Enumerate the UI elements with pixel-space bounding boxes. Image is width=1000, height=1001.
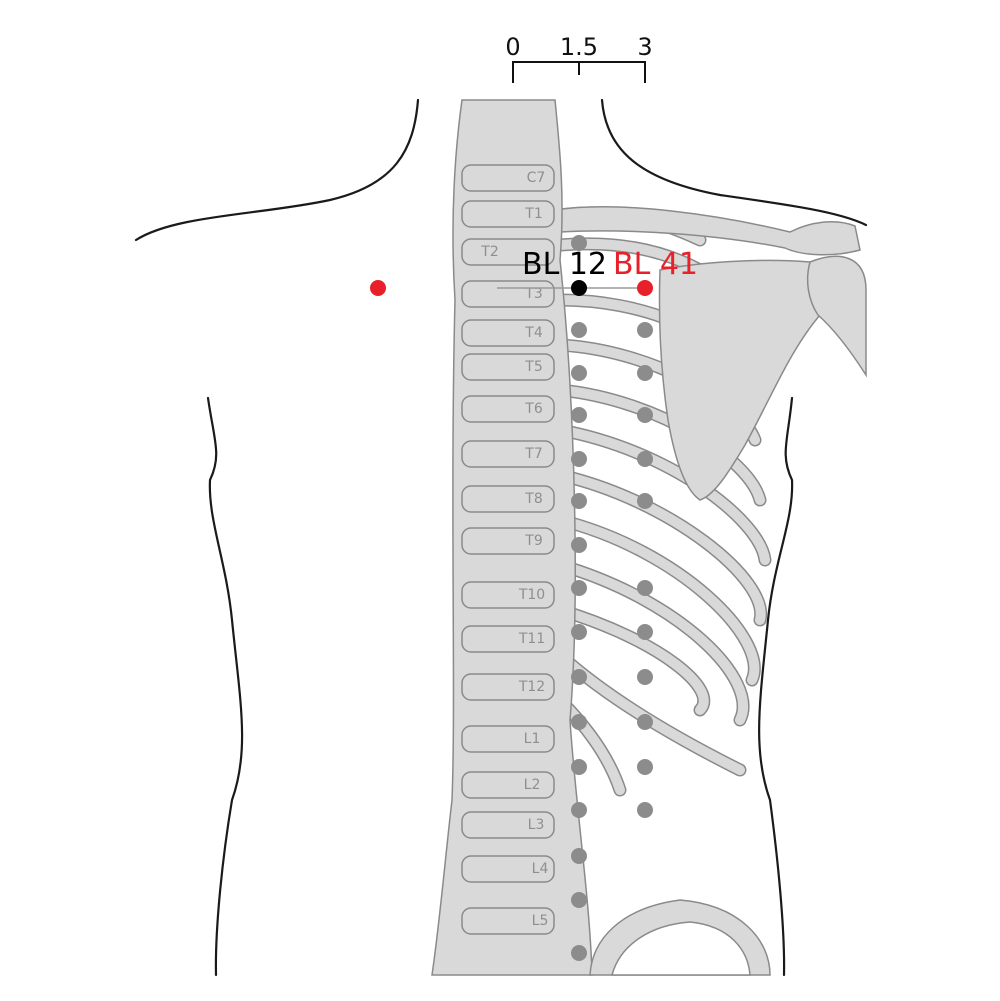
grey-point-outer-9 bbox=[637, 759, 653, 775]
grey-point-inner-1 bbox=[571, 322, 587, 338]
grey-point-inner-12 bbox=[571, 802, 587, 818]
vertebra-l4 bbox=[461, 855, 555, 883]
vertebra-label-t2: T2 bbox=[480, 244, 498, 260]
vertebra-label-l2: L2 bbox=[524, 777, 541, 793]
vertebra-l5 bbox=[461, 907, 555, 935]
vertebra-l2 bbox=[461, 771, 555, 799]
vertebra-l3 bbox=[461, 811, 555, 839]
vertebra-t6 bbox=[461, 395, 555, 423]
neck-left-line bbox=[134, 98, 420, 242]
grey-point-outer-3 bbox=[637, 451, 653, 467]
vertebra-label-l3: L3 bbox=[528, 817, 545, 833]
scapula bbox=[658, 259, 832, 501]
scale-tick-0: 0 bbox=[505, 33, 520, 61]
clavicle bbox=[554, 206, 861, 256]
vertebra-label-t5: T5 bbox=[524, 359, 542, 375]
vertebra-label-l5: L5 bbox=[532, 913, 549, 929]
vertebra-t11 bbox=[461, 625, 555, 653]
torso-right-line bbox=[758, 396, 794, 977]
vertebra-label-l4: L4 bbox=[532, 861, 549, 877]
grey-point-outer-10 bbox=[637, 802, 653, 818]
vertebra-label-t12: T12 bbox=[518, 679, 545, 695]
grey-point-outer-8 bbox=[637, 714, 653, 730]
grey-point-inner-7 bbox=[571, 580, 587, 596]
grey-point-outer-2 bbox=[637, 407, 653, 423]
torso-left-line bbox=[206, 396, 244, 977]
grey-point-outer-5 bbox=[637, 580, 653, 596]
neck-right-line bbox=[600, 98, 868, 227]
vertebra-label-c7: C7 bbox=[527, 170, 546, 186]
vertebra-t12 bbox=[461, 673, 555, 701]
grey-point-outer-7 bbox=[637, 669, 653, 685]
vertebra-label-t6: T6 bbox=[524, 401, 543, 417]
vertebra-t7 bbox=[461, 440, 555, 468]
vertebra-label-t11: T11 bbox=[518, 631, 545, 647]
bl41-left-point bbox=[370, 280, 386, 296]
vertebra-label-t3: T3 bbox=[524, 286, 542, 302]
vertebra-label-l1: L1 bbox=[524, 731, 541, 747]
grey-points bbox=[571, 235, 653, 961]
grey-point-inner-10 bbox=[571, 714, 587, 730]
vertebra-t5 bbox=[461, 353, 555, 381]
grey-point-inner-13 bbox=[571, 848, 587, 864]
bl41-point bbox=[637, 280, 653, 296]
vertebra-boxes bbox=[461, 164, 555, 935]
vertebra-l1 bbox=[461, 725, 555, 753]
grey-point-inner-3 bbox=[571, 407, 587, 423]
grey-point-inner-0 bbox=[571, 235, 587, 251]
vertebra-label-t8: T8 bbox=[524, 491, 542, 507]
bl12-label: BL 12 bbox=[522, 247, 607, 282]
grey-point-inner-6 bbox=[571, 537, 587, 553]
grey-point-inner-5 bbox=[571, 493, 587, 509]
grey-point-inner-14 bbox=[571, 892, 587, 908]
grey-point-outer-0 bbox=[637, 322, 653, 338]
bl12-point bbox=[571, 280, 587, 296]
vertebra-label-t1: T1 bbox=[524, 206, 542, 222]
body-outline bbox=[134, 98, 868, 977]
vertebra-t9 bbox=[461, 527, 555, 555]
grey-point-outer-1 bbox=[637, 365, 653, 381]
vertebra-label-t10: T10 bbox=[518, 587, 545, 603]
vertebra-label-t9: T9 bbox=[524, 533, 542, 549]
grey-point-outer-4 bbox=[637, 493, 653, 509]
vertebra-t1 bbox=[461, 200, 555, 228]
grey-point-inner-8 bbox=[571, 624, 587, 640]
vertebra-t4 bbox=[461, 319, 555, 347]
grey-point-inner-4 bbox=[571, 451, 587, 467]
scale-tick-3: 3 bbox=[637, 33, 652, 61]
pelvis-inner bbox=[611, 921, 751, 976]
grey-point-inner-15 bbox=[571, 945, 587, 961]
vertebra-label-t4: T4 bbox=[524, 325, 543, 341]
scale-bar bbox=[512, 61, 646, 83]
grey-point-inner-11 bbox=[571, 759, 587, 775]
grey-point-inner-9 bbox=[571, 669, 587, 685]
bl41-label: BL 41 bbox=[613, 247, 698, 282]
vertebra-t2 bbox=[461, 238, 555, 266]
vertebra-t8 bbox=[461, 485, 555, 513]
grey-point-outer-6 bbox=[637, 624, 653, 640]
vertebra-t10 bbox=[461, 581, 555, 609]
vertebra-c7 bbox=[461, 164, 555, 192]
grey-point-inner-2 bbox=[571, 365, 587, 381]
vertebra-label-t7: T7 bbox=[524, 446, 542, 462]
humerus-head bbox=[806, 255, 867, 378]
scale-tick-1-5: 1.5 bbox=[560, 33, 598, 61]
